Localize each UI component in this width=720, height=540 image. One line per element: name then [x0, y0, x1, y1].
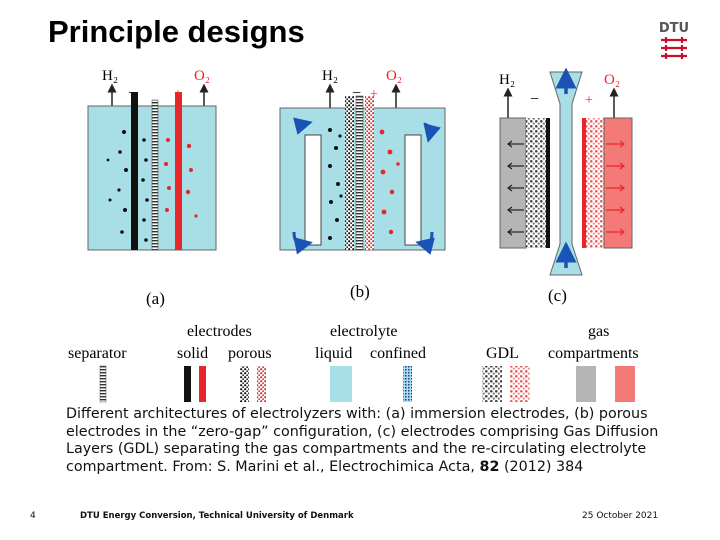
legend: electrodes electrolyte gas separator sol… — [68, 323, 639, 403]
panel-b-porous-cathode — [345, 96, 354, 250]
logo-mark — [661, 37, 687, 59]
legend-gas: gas — [588, 323, 609, 340]
panel-b-flow-arrow-top-right — [423, 122, 441, 143]
caption-volume: 82 — [479, 458, 500, 475]
panel-c-o2-flux-arrows — [606, 140, 625, 236]
legend-confined: confined — [370, 345, 426, 362]
caption-pages: (2012) 384 — [499, 458, 584, 475]
panel-b-flow-arrow-bottom-left — [292, 231, 313, 255]
panel-c-h2-flux-arrows — [507, 140, 524, 236]
panel-c-minus-sign: − — [530, 91, 539, 108]
legend-swatch-gdl-black — [482, 366, 502, 402]
legend-swatch-gas-grey — [576, 366, 596, 402]
legend-swatch-confined — [403, 366, 412, 402]
panel-c-electrolyte-channel — [549, 71, 583, 276]
panel-b-right-insert — [404, 134, 422, 246]
panel-b-separator — [355, 95, 364, 251]
panel-c-anode-solid — [582, 118, 586, 248]
panel-c: H₂ O₂ − + (c) — [499, 67, 633, 305]
panel-c-h2-gas-compartment — [499, 117, 527, 249]
panel-b-o2-bubbles — [379, 129, 400, 235]
figure-caption: Different architectures of electrolyzers… — [66, 406, 696, 476]
panel-b-h2: H₂ — [322, 68, 338, 84]
panel-b-label: (b) — [350, 282, 370, 301]
legend-separator: separator — [68, 345, 127, 362]
logo-text: DTU — [659, 21, 689, 36]
panel-c-o2-gas-compartment — [603, 117, 633, 249]
legend-liquid: liquid — [315, 345, 352, 362]
panel-a-h2: H₂ — [102, 68, 118, 84]
legend-gdl: GDL — [486, 345, 519, 362]
legend-swatch-porous-black — [240, 366, 249, 402]
legend-electrodes: electrodes — [187, 323, 252, 340]
panel-a-o2-bubbles — [164, 138, 198, 218]
legend-swatch-porous-red — [257, 366, 266, 402]
panel-c-anode-gdl — [586, 118, 604, 248]
panel-c-h2: H₂ — [499, 72, 515, 88]
panel-b-minus-sign: − — [352, 85, 361, 102]
panel-a-anode — [175, 92, 182, 250]
footer-organization: DTU Energy Conversion, Technical Univers… — [80, 511, 354, 521]
page-title: Principle designs — [48, 14, 305, 49]
panel-c-cathode-gdl — [526, 118, 546, 248]
panel-a-h2-bubbles — [106, 130, 149, 242]
panel-c-plus-sign: + — [585, 93, 593, 108]
footer-date: 25 October 2021 — [582, 511, 659, 521]
panel-b-flow-arrow-top-left — [293, 117, 313, 135]
panel-b-o2: O₂ — [386, 68, 402, 84]
panel-c-o2: O₂ — [604, 72, 620, 88]
panel-a-label: (a) — [146, 289, 165, 308]
panel-b-plus-sign: + — [370, 87, 378, 102]
panel-b: H₂ O₂ − + (b) — [279, 68, 446, 301]
legend-solid: solid — [177, 345, 208, 362]
legend-swatch-gdl-red — [510, 366, 530, 402]
legend-swatch-gas-red — [615, 366, 635, 402]
caption-text: Different architectures of electrolyzers… — [66, 406, 659, 475]
dtu-logo: DTU — [659, 21, 689, 59]
panel-a-o2: O₂ — [194, 68, 210, 84]
legend-porous: porous — [228, 345, 272, 362]
panel-a-cathode — [131, 92, 138, 250]
panel-c-cathode-solid — [546, 118, 550, 248]
panel-a-separator — [151, 99, 159, 251]
panel-b-left-insert — [304, 134, 322, 246]
legend-swatch-solid-red — [199, 366, 206, 402]
panel-a: H₂ O₂ − + (a) — [87, 68, 217, 308]
panel-b-flow-arrow-bottom-right — [415, 231, 435, 255]
panel-c-label: (c) — [548, 286, 567, 305]
panel-b-porous-anode — [365, 96, 374, 250]
electrolyzer-diagram: H₂ O₂ − + (a) H₂ O₂ − + — [68, 67, 639, 403]
legend-swatch-liquid — [330, 366, 352, 402]
legend-swatch-solid-black — [184, 366, 191, 402]
legend-swatch-separator — [99, 365, 107, 403]
page-number: 4 — [30, 511, 36, 521]
panel-b-h2-bubbles — [328, 128, 343, 240]
legend-compartments: compartments — [548, 345, 639, 362]
legend-electrolyte: electrolyte — [330, 323, 398, 340]
